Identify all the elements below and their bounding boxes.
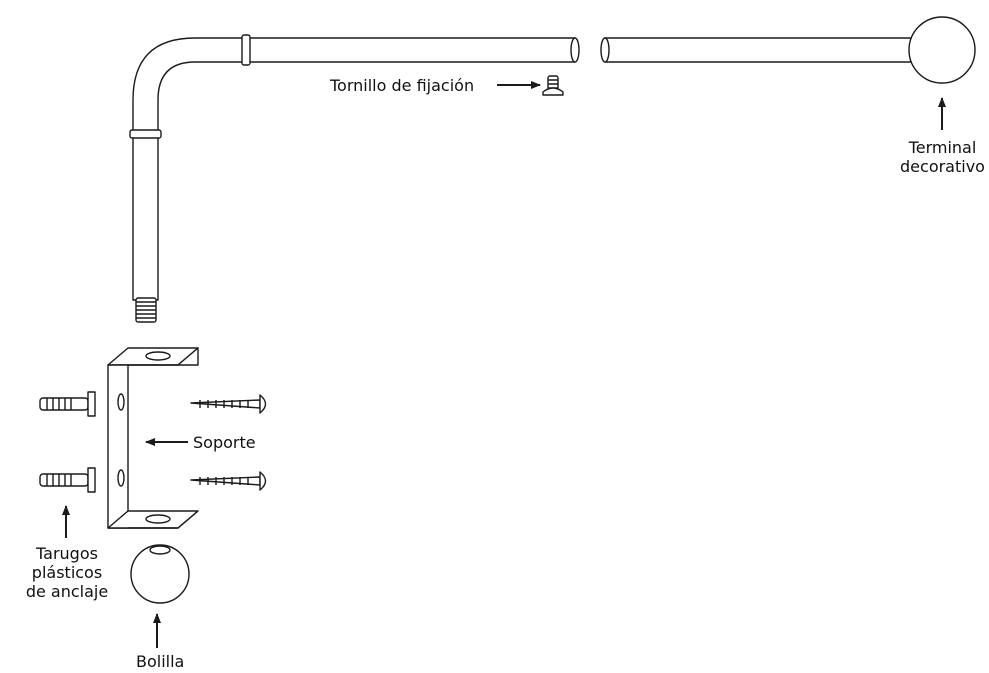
end-ball <box>130 544 190 604</box>
wall-plug-lower <box>39 467 96 493</box>
anchors-label-line2: plásticos <box>31 563 103 582</box>
bracket-label: Soporte <box>193 433 256 452</box>
rod-open-end-right <box>600 37 610 63</box>
rod-thread <box>135 297 157 323</box>
wood-screw-upper <box>190 394 267 414</box>
decorative-finial <box>908 16 976 84</box>
bracket <box>107 347 199 529</box>
finial-label-line1: Terminal <box>908 138 977 157</box>
anchors-label-line3: de anclaje <box>25 582 109 601</box>
finial-label-line2: decorativo <box>900 157 985 176</box>
rod-ring-top <box>241 34 251 66</box>
wood-screw-lower <box>190 471 267 491</box>
rod-ring-vertical <box>129 129 162 139</box>
wall-plug-upper <box>39 391 96 417</box>
ball-label: Bolilla <box>136 652 185 671</box>
set-screw-label: Tornillo de fijación <box>330 76 475 95</box>
rod-right-piece <box>604 37 916 63</box>
set-screw-icon <box>542 75 564 96</box>
anchors-label-line1: Tarugos <box>36 544 98 563</box>
rod-open-end-left <box>570 37 580 63</box>
anchors-label: Tarugos plásticos de anclaje <box>8 544 126 601</box>
finial-label: Terminal decorativo <box>890 138 989 176</box>
